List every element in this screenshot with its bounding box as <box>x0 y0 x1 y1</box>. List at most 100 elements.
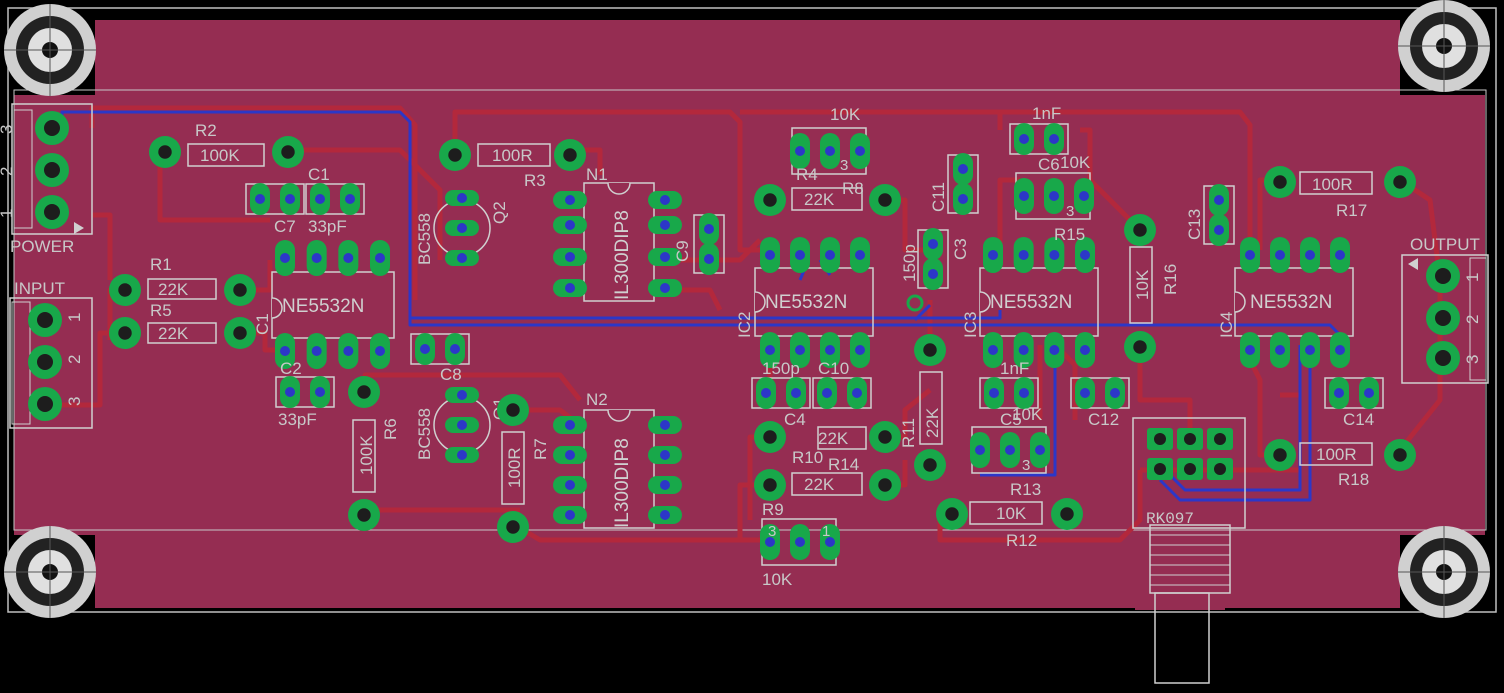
resistor-pad-4-hole <box>158 145 172 159</box>
resistor-pad-27-hole <box>1133 340 1147 354</box>
capacitor-pad-17-drill <box>1049 134 1059 144</box>
ic3-package: NE5532N IC3 <box>961 267 1099 338</box>
power-pin-1: 1 <box>0 209 16 218</box>
trimmer-pad-10-drill <box>795 537 805 547</box>
ic3-part: NE5532N <box>990 292 1072 313</box>
r3-value: 100R <box>492 146 533 165</box>
c1-ref: C1 <box>308 165 330 184</box>
resistor-pad-9-hole <box>878 193 892 207</box>
trimmer-pad-1-drill <box>825 146 835 156</box>
ic3-pad-top-0-drill <box>988 250 998 260</box>
r9-value: 10K <box>762 570 793 589</box>
power-pin-3: 3 <box>0 125 16 134</box>
transistor-pad-1-drill <box>457 223 467 233</box>
n2-part: IL300DIP8 <box>612 438 633 528</box>
n1-pad-right-1-drill <box>660 220 670 230</box>
ic4-pad-bottom-0-drill <box>1245 345 1255 355</box>
r8-value: 22K <box>804 190 835 209</box>
n2-ref: N2 <box>586 390 608 409</box>
ic4-pad-bottom-3-drill <box>1335 345 1345 355</box>
capacitor-pad-11-drill <box>928 269 938 279</box>
c13-ref: C13 <box>1185 209 1204 240</box>
n1-pad-right-3-drill <box>660 283 670 293</box>
transistor-pad-3-drill <box>457 390 467 400</box>
resistor-pad-17-hole <box>878 478 892 492</box>
r18-ref: R18 <box>1338 470 1369 489</box>
r16-ref: R16 <box>1161 264 1180 295</box>
resistor-pad-5-hole <box>281 145 295 159</box>
r2-ref: R2 <box>195 121 217 140</box>
r11-value: 22K <box>923 407 942 438</box>
trim-r9-pin3: 3 <box>768 523 776 540</box>
pads <box>109 123 1416 560</box>
mounting-hole-top-right <box>1398 0 1490 92</box>
q2-ref: Q2 <box>490 201 509 224</box>
q1-part: BC558 <box>415 408 434 460</box>
silkscreen-labels: R1 22K R5 22K R2 100K 100R R3 C1 C7 33pF… <box>150 104 1374 589</box>
capacitor-pad-8-drill <box>704 224 714 234</box>
capacitor-pad-25-drill <box>1110 388 1120 398</box>
n1-pad-left-0-drill <box>565 195 575 205</box>
n2-pad-left-2-drill <box>565 480 575 490</box>
capacitor-pad-10-drill <box>928 239 938 249</box>
c2-value: 33pF <box>278 410 317 429</box>
trim-r15-pin3: 3 <box>1066 203 1074 220</box>
n2-pad-right-0-drill <box>660 420 670 430</box>
c7-value: 33pF <box>308 217 347 236</box>
ic3-pad-top-1-drill <box>1018 250 1029 260</box>
r1-value: 22K <box>158 280 189 299</box>
c7-ref: C7 <box>274 217 296 236</box>
ic2-pad-top-3-drill <box>855 250 865 260</box>
trimmer-pad-6-drill <box>975 445 985 455</box>
ic3-pad-top-3-drill <box>1080 250 1090 260</box>
capacitor-pad-15-drill <box>1214 225 1224 235</box>
n2-package: IL300DIP8 N2 <box>583 390 655 529</box>
trimmer-pad-8-drill <box>1035 445 1045 455</box>
output-connector: 1 2 3 OUTPUT <box>1401 235 1489 384</box>
r9-ref: R9 <box>762 500 784 519</box>
resistor-pad-16-hole <box>763 478 777 492</box>
ic3-pad-bottom-0-drill <box>988 345 998 355</box>
resistor-pad-10-hole <box>1273 175 1287 189</box>
resistor-pad-8-hole <box>763 193 777 207</box>
r1-ref: R1 <box>150 255 172 274</box>
ic1-pad-top-2-drill <box>343 253 354 263</box>
n1-pad-right-0-drill <box>660 195 670 205</box>
transistor-pad-4-drill <box>457 420 467 430</box>
r7-value: 100R <box>505 447 524 488</box>
trimmer-pad-5-drill <box>1079 191 1089 201</box>
resistor-pad-11-hole <box>1393 175 1407 189</box>
capacitor-pad-24-drill <box>1080 388 1090 398</box>
n1-package: IL300DIP8 N1 <box>583 165 655 302</box>
n2-pad-right-3-drill <box>660 510 670 520</box>
capacitor-pad-5-drill <box>315 387 325 397</box>
trim-r4-pin1: 3 <box>840 157 848 174</box>
resistor-pad-24-hole <box>923 343 937 357</box>
r14-ref: R14 <box>828 455 859 474</box>
r4-ref: R4 <box>796 165 818 184</box>
resistor-pad-18-hole <box>945 507 959 521</box>
c11-ref: C11 <box>929 182 948 212</box>
capacitor-pad-14-drill <box>1214 195 1224 205</box>
resistor-pad-1-hole <box>233 283 247 297</box>
ic1-pad-bottom-0-drill <box>280 346 290 356</box>
r10-value: 22K <box>818 429 849 448</box>
ic2-pad-bottom-1-drill <box>795 345 805 355</box>
output-pin-2: 2 <box>1463 315 1482 324</box>
via-0 <box>906 294 924 312</box>
ic2-package: NE5532N IC2 <box>735 267 874 338</box>
input-label: INPUT <box>14 279 65 298</box>
c3-ref: C3 <box>951 238 970 260</box>
ic2-pad-bottom-0-drill <box>765 345 775 355</box>
capacitor-pad-0-drill <box>255 194 265 204</box>
resistor-pad-15-hole <box>878 430 892 444</box>
output-pin-3: 3 <box>1463 355 1482 364</box>
mounting-hole-top-left <box>4 4 96 96</box>
r6-ref: R6 <box>381 418 400 440</box>
input-pin-2: 2 <box>65 355 84 364</box>
ic1-package: NE5532N C1 <box>253 271 395 339</box>
r13-value: 10K <box>1012 405 1043 424</box>
board-outline <box>7 7 1497 613</box>
ic1-ref: C1 <box>253 313 272 335</box>
